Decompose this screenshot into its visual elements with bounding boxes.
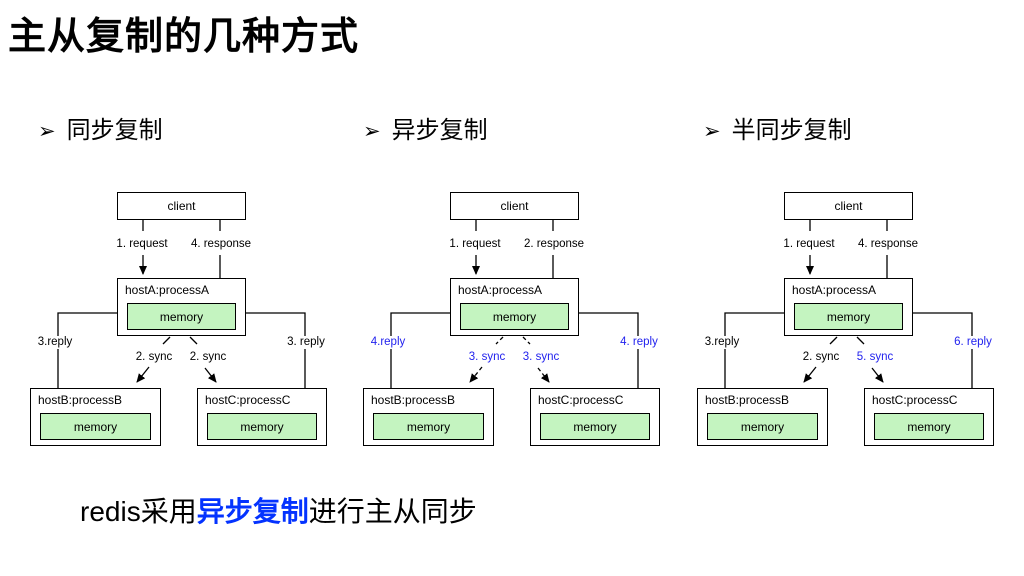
sync-right-tick	[522, 336, 531, 345]
reply-left-line	[724, 312, 784, 388]
memory-box: memory	[373, 413, 484, 440]
host-a-box: hostA:processA memory	[117, 278, 246, 336]
arrow-bullet-icon: ➢	[363, 120, 381, 143]
footer-highlight: 异步复制	[196, 496, 309, 527]
host-b-label: hostB:processB	[38, 393, 123, 407]
heading-semi-sync-replication: ➢ 半同步复制	[703, 115, 852, 146]
host-b-box: hostB:processB memory	[363, 388, 494, 446]
reply-right-line	[913, 312, 973, 388]
sync-right-label: 2. sync	[187, 351, 229, 365]
request-label: 1. request	[447, 238, 503, 252]
memory-box: memory	[40, 413, 151, 440]
host-a-label: hostA:processA	[792, 283, 877, 297]
sync-left-arrow	[136, 366, 150, 383]
sync-left-tick	[162, 336, 171, 345]
host-c-box: hostC:processC memory	[197, 388, 327, 446]
reply-right-line	[246, 312, 306, 388]
reply-right-label: 3. reply	[285, 336, 327, 350]
sync-right-arrow	[204, 367, 217, 383]
sync-left-label: 2. sync	[800, 351, 842, 365]
footer-prefix: redis采用	[80, 496, 197, 527]
reply-right-label: 4. reply	[618, 336, 660, 350]
sync-right-label: 5. sync	[854, 351, 896, 365]
heading-label: 半同步复制	[731, 117, 852, 144]
heading-sync-replication: ➢ 同步复制	[38, 115, 163, 146]
sync-right-arrow	[537, 367, 550, 383]
memory-box: memory	[707, 413, 818, 440]
client-box: client	[117, 192, 246, 220]
host-b-box: hostB:processB memory	[30, 388, 161, 446]
arrow-bullet-icon: ➢	[703, 120, 721, 143]
reply-left-label: 3.reply	[702, 336, 742, 350]
heading-label: 同步复制	[66, 117, 163, 144]
reply-left-line	[57, 312, 117, 388]
reply-left-line	[390, 312, 450, 388]
sync-left-tick	[829, 336, 838, 345]
request-label: 1. request	[781, 238, 837, 252]
response-label: 2. response	[521, 238, 587, 252]
diagram-synchronous-replication: client 1. request 4. response hostA:proc…	[30, 190, 330, 452]
host-a-box: hostA:processA memory	[784, 278, 913, 336]
host-b-label: hostB:processB	[705, 393, 790, 407]
host-a-label: hostA:processA	[458, 283, 543, 297]
footer-note: redis采用异步复制进行主从同步	[80, 494, 477, 529]
host-b-label: hostB:processB	[371, 393, 456, 407]
memory-box: memory	[794, 303, 903, 330]
connector-lines	[57, 220, 306, 388]
host-c-label: hostC:processC	[205, 393, 291, 407]
sync-left-tick	[495, 336, 504, 345]
memory-box: memory	[127, 303, 236, 330]
host-c-box: hostC:processC memory	[530, 388, 660, 446]
response-label: 4. response	[855, 238, 921, 252]
slide-title: 主从复制的几种方式	[8, 16, 360, 58]
reply-right-line	[579, 312, 639, 388]
reply-left-label: 4.reply	[368, 336, 408, 350]
host-a-label: hostA:processA	[125, 283, 210, 297]
arrow-bullet-icon: ➢	[38, 120, 56, 143]
host-c-label: hostC:processC	[538, 393, 624, 407]
sync-left-label: 2. sync	[133, 351, 175, 365]
response-label: 4. response	[188, 238, 254, 252]
memory-box: memory	[874, 413, 984, 440]
host-a-box: hostA:processA memory	[450, 278, 579, 336]
host-b-box: hostB:processB memory	[697, 388, 828, 446]
memory-box: memory	[540, 413, 650, 440]
heading-label: 异步复制	[391, 117, 488, 144]
reply-right-label: 6. reply	[952, 336, 994, 350]
sync-right-tick	[856, 336, 865, 345]
memory-box: memory	[207, 413, 317, 440]
host-c-label: hostC:processC	[872, 393, 958, 407]
heading-async-replication: ➢ 异步复制	[363, 115, 488, 146]
client-box: client	[784, 192, 913, 220]
host-c-box: hostC:processC memory	[864, 388, 994, 446]
memory-box: memory	[460, 303, 569, 330]
request-label: 1. request	[114, 238, 170, 252]
footer-suffix: 进行主从同步	[308, 496, 477, 527]
connector-lines	[724, 220, 973, 388]
sync-left-arrow	[803, 366, 817, 383]
reply-left-label: 3.reply	[35, 336, 75, 350]
sync-right-tick	[189, 336, 198, 345]
client-box: client	[450, 192, 579, 220]
diagram-semi-synchronous-replication: client 1. request 4. response hostA:proc…	[697, 190, 997, 452]
sync-left-label: 3. sync	[466, 351, 508, 365]
sync-left-arrow	[469, 366, 483, 383]
diagram-asynchronous-replication: client 1. request 2. response hostA:proc…	[363, 190, 663, 452]
sync-right-arrow	[871, 367, 884, 383]
sync-right-label: 3. sync	[520, 351, 562, 365]
connector-lines	[390, 220, 639, 388]
